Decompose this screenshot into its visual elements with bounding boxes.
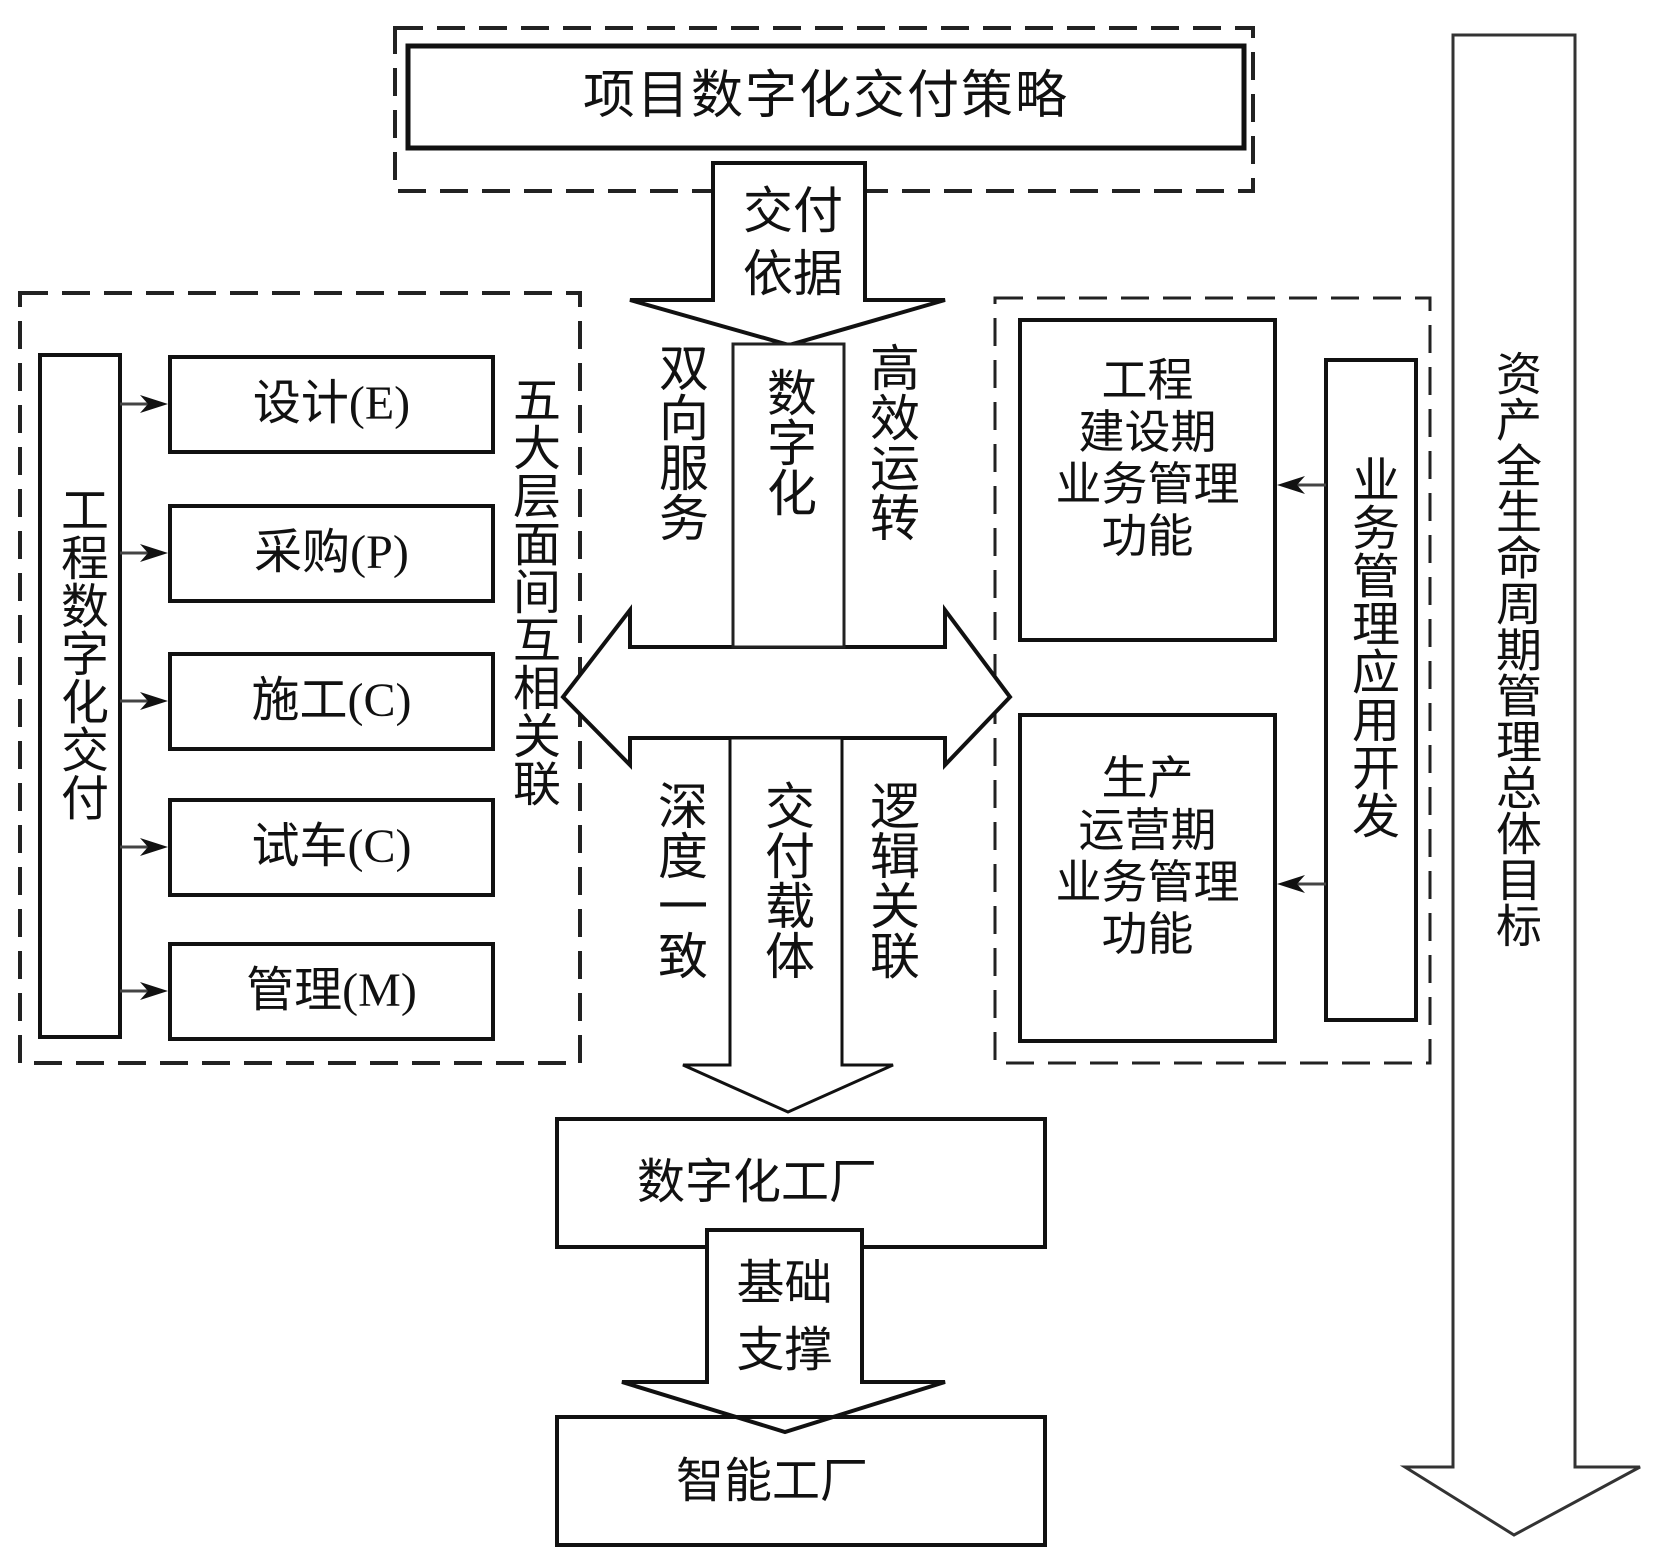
five-layers-note: 五大层面间互相关联 xyxy=(504,375,560,807)
lifecycle-goal-arrow xyxy=(1399,33,1641,1537)
engineering-delivery-label: 工程数字化交付 xyxy=(52,485,108,821)
efficient-operation-label: 高效运转 xyxy=(862,342,920,542)
delivery-basis-label: 交付 依据 xyxy=(743,182,843,303)
arrow-head-icon xyxy=(140,544,168,562)
digital-factory-box xyxy=(555,1117,1047,1249)
layer-code: (P) xyxy=(350,526,409,579)
layer-box xyxy=(168,504,495,603)
arrow-head-icon xyxy=(140,982,168,1000)
layer-box xyxy=(168,652,495,751)
strategy-title: 项目数字化交付策略 xyxy=(582,66,1069,126)
arrow-head-icon xyxy=(140,692,168,710)
layer-label: 采购(P) xyxy=(170,528,493,577)
delivery-carrier-label: 交付载体 xyxy=(757,780,815,980)
strategy-box xyxy=(405,43,1247,151)
construction-period-box xyxy=(1018,318,1277,642)
engineering-delivery-box xyxy=(38,353,122,1039)
arrow-head-icon xyxy=(140,838,168,856)
operation-period-box xyxy=(1018,713,1277,1043)
digital-factory-label: 数字化工厂 xyxy=(636,1154,877,1210)
layer-name: 采购 xyxy=(254,524,351,580)
logical-association-label: 逻辑关联 xyxy=(862,780,920,980)
layer-name: 管理 xyxy=(246,962,343,1018)
construction-period-label: 工程 建设期 业务管理 功能 xyxy=(1055,353,1240,563)
foundation-support-label: 基础 支撑 xyxy=(736,1255,833,1379)
delivery-basis-arrow xyxy=(629,161,946,348)
layer-box xyxy=(168,355,495,454)
arrow-head-icon xyxy=(1277,476,1305,494)
two-way-service-label: 双向服务 xyxy=(651,342,709,542)
smart-factory-box xyxy=(555,1415,1047,1547)
core-digital-label: 数字化 xyxy=(759,367,817,517)
layer-code: (E) xyxy=(348,377,411,430)
layer-label: 施工(C) xyxy=(170,676,493,725)
layer-code: (C) xyxy=(347,674,412,727)
arrow-head-icon xyxy=(140,395,168,413)
layer-label: 设计(E) xyxy=(170,379,493,428)
layer-name: 施工 xyxy=(251,672,348,728)
delivery-carrier-arrow xyxy=(682,736,894,1114)
layer-box xyxy=(168,798,495,897)
layer-name: 试车 xyxy=(251,818,348,874)
layer-name: 设计 xyxy=(252,375,349,431)
foundation-arrow xyxy=(621,1228,946,1435)
app-development-label: 业务管理应用开发 xyxy=(1343,455,1399,839)
layer-code: (C) xyxy=(347,820,412,873)
arrow-head-icon xyxy=(1277,875,1305,893)
core-digital-box xyxy=(731,342,846,649)
lifecycle-goal-label: 资产全生命周期管理总体目标 xyxy=(1489,350,1543,948)
deep-consistency-label: 深度一致 xyxy=(650,780,708,980)
layer-box xyxy=(168,942,495,1041)
layer-code: (M) xyxy=(342,964,417,1017)
smart-factory-label: 智能工厂 xyxy=(675,1453,868,1509)
layer-label: 试车(C) xyxy=(170,822,493,871)
bidirectional-arrow xyxy=(560,603,1013,770)
layer-label: 管理(M) xyxy=(170,966,493,1015)
operation-period-label: 生产 运营期 业务管理 功能 xyxy=(1055,751,1240,961)
app-development-box xyxy=(1324,358,1418,1022)
